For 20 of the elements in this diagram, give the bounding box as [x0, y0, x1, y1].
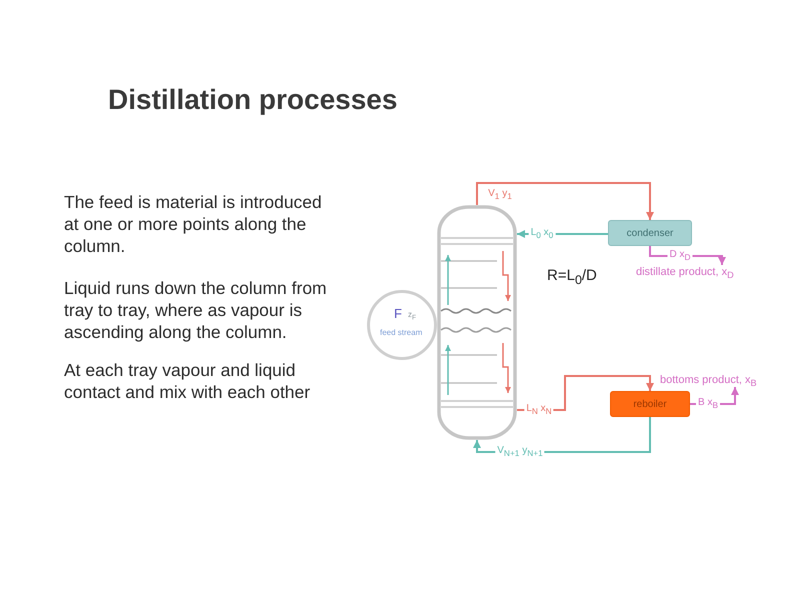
slide-title: Distillation processes: [108, 84, 398, 116]
paragraph-text: The feed is material is introduced at one or more points along the column.: [64, 191, 323, 257]
edge-label: B x$_{B}$: [696, 397, 720, 411]
edge-label: V$_{N+1}$ y$_{N+1}$: [495, 445, 545, 459]
distillation-column: [437, 205, 517, 440]
reflux-ratio-formula: R=L$_{0}$/D: [547, 267, 597, 287]
condenser: condenser: [608, 220, 692, 246]
edge-label: D x$_{D}$: [668, 249, 692, 263]
edge-label: V$_{1}$ y$_{1}$: [486, 188, 514, 202]
product-label: distillate product, x$_{D}$: [636, 265, 740, 279]
reboiler: reboiler: [610, 391, 690, 417]
paragraph-text: Liquid runs down the column from tray to tray, where as vapour is ascending along the column.: [64, 277, 328, 343]
feed-symbol: F: [394, 307, 402, 320]
product-label: bottoms product, x$_{B}$: [660, 373, 756, 387]
edge-label: L$_{N}$ x$_{N}$: [524, 403, 554, 417]
edge-label: L$_{0}$ x$_{0}$: [528, 227, 556, 241]
paragraph-text: At each tray vapour and liquid contact and mix with each other: [64, 359, 312, 403]
feed-label: feed stream: [380, 329, 422, 337]
feed-composition: z$_{F}$: [408, 311, 416, 322]
flow-arrow: [476, 182, 654, 220]
